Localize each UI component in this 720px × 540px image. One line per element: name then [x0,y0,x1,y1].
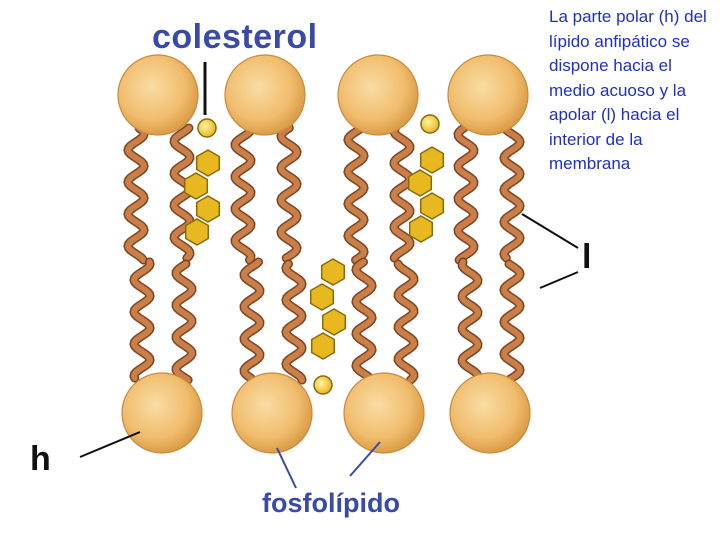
pointer-lines [79,213,579,489]
l-pointer-lower [539,271,579,289]
sterol-ring [184,218,210,246]
colesterol-label: colesterol [152,18,318,56]
hydroxyl-head [313,375,333,395]
sterol-ring [195,195,221,223]
cholesterol-molecule [309,258,347,395]
polar-head [231,372,313,454]
sterol-ring [309,283,335,311]
polar-heads [117,54,531,454]
lipid-tails [123,123,525,385]
explanation-caption: La parte polar (h) del lípido anfipático… [549,7,707,173]
sterol-ring [195,149,221,177]
sterol-ring [321,308,347,336]
hydroxyl-head [197,118,217,138]
polar-head [343,372,425,454]
polar-head [447,54,529,136]
l-pointer-upper [521,213,579,249]
sterol-ring [407,169,433,197]
cholesterol-molecule [183,62,221,246]
sterol-ring [419,192,445,220]
apolar-l-label: l [582,238,592,276]
polar-head [121,372,203,454]
cholesterol-molecule [407,114,445,243]
polar-head [224,54,306,136]
fosfolipido-pointer-left [276,447,297,489]
polar-head [337,54,419,136]
polar-h-label: h [30,440,51,478]
sterol-ring [419,146,445,174]
h-pointer-line [79,431,141,458]
polar-head [449,372,531,454]
fosfolipido-pointer-right [349,441,381,477]
fosfolipido-label: fosfolípido [262,488,400,518]
sterol-ring [310,332,336,360]
sterol-ring [408,215,434,243]
cholesterol-molecules [183,62,445,395]
polar-head [117,54,199,136]
sterol-ring [183,172,209,200]
hydroxyl-head [420,114,440,134]
sterol-ring [320,258,346,286]
